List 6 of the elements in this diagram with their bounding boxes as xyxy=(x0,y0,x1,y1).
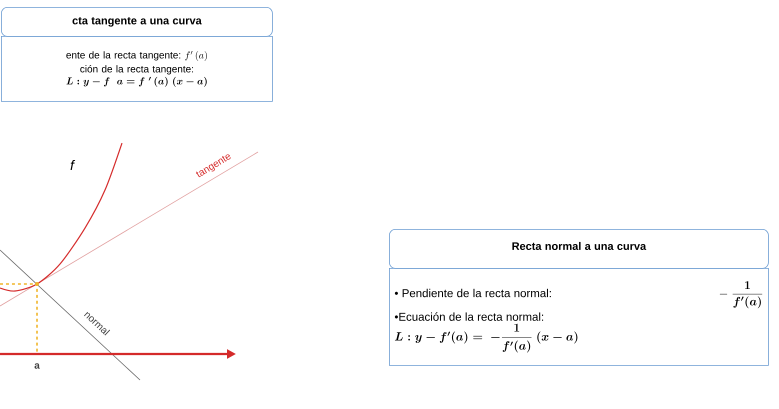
text-box: ente de la recta tangente: $f'\,(a)$ ción de la recta tangente: $\boldsymbol{L : y - f\ \ a = f\ '\,(a)\ (x-a)}$ xyxy=(1,36,273,102)
title-box: Recta normal a una curva xyxy=(389,229,769,269)
title-box: cta tangente a una curva xyxy=(1,7,273,37)
text-box: • Pendiente de la recta normal: $-\ \dfrac{\boldsymbol{1}}{\boldsymbol{f'(a)}}$ •Ecuación de la recta normal: $\boldsymbol{L : y - f'(a) =\ -\dfrac{1}{f'(a)}\ (x-a)}$ xyxy=(389,268,769,366)
axis-label: a xyxy=(34,363,40,369)
function-label: f xyxy=(70,160,76,170)
